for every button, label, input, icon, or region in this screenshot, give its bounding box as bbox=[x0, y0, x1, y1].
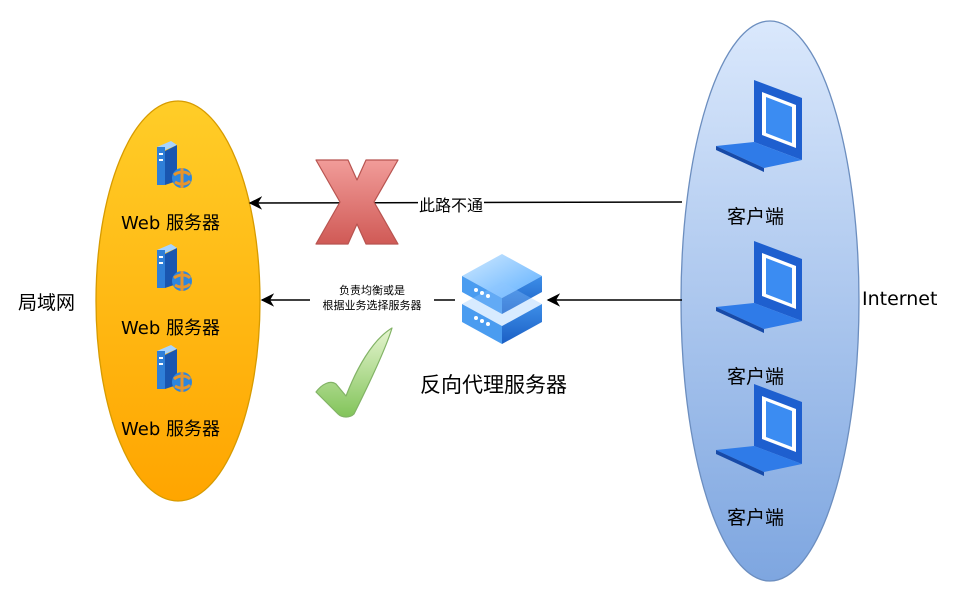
allowed-edge-label-line2: 根据业务选择服务器 bbox=[322, 299, 422, 312]
web-server-label: Web 服务器 bbox=[121, 213, 220, 234]
laptop-icon bbox=[716, 241, 802, 333]
web-server-icon bbox=[157, 141, 192, 188]
blocked-edge-label: 此路不通 bbox=[418, 192, 485, 216]
red-x-icon bbox=[315, 159, 399, 245]
web-server-icon bbox=[157, 244, 192, 291]
lan-ellipse bbox=[95, 100, 261, 502]
proxy-server-icon bbox=[462, 254, 542, 344]
proxy-label: 反向代理服务器 bbox=[420, 373, 567, 397]
laptop-icon bbox=[716, 384, 802, 476]
web-server-label: Web 服务器 bbox=[121, 419, 220, 440]
client-label: 客户端 bbox=[727, 507, 785, 529]
lan-label: 局域网 bbox=[18, 292, 76, 314]
web-server-label: Web 服务器 bbox=[121, 318, 220, 339]
laptop-icon bbox=[716, 80, 802, 172]
allowed-edge-label: 负责均衡或是 根据业务选择服务器 bbox=[310, 283, 434, 313]
internet-label: Internet bbox=[862, 288, 938, 310]
client-label: 客户端 bbox=[727, 366, 785, 388]
allowed-edge-label-line1: 负责均衡或是 bbox=[339, 284, 405, 297]
client-label: 客户端 bbox=[727, 206, 785, 228]
green-check-icon bbox=[315, 327, 393, 418]
web-server-icon bbox=[157, 345, 192, 392]
